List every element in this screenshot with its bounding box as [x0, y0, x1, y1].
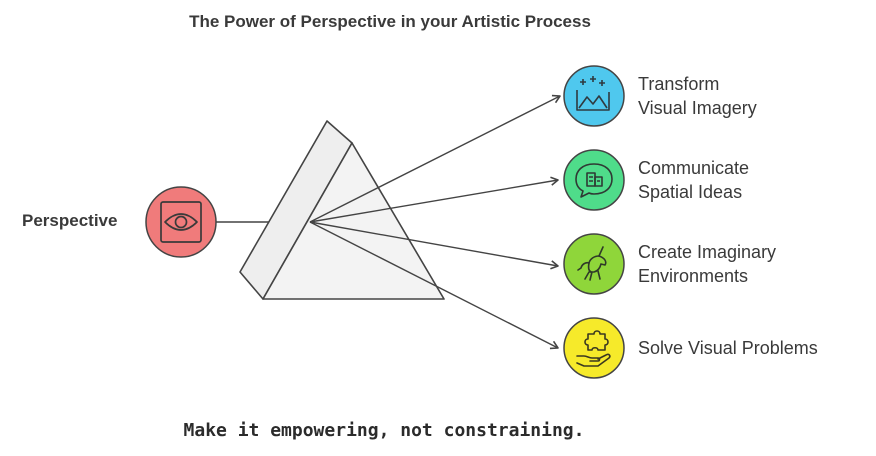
output-ray-1 — [309, 94, 561, 223]
output-circle-1 — [563, 65, 625, 127]
output-ray-3 — [309, 221, 559, 270]
source-node — [145, 186, 217, 258]
output-node-3 — [563, 233, 625, 295]
source-circle — [145, 186, 217, 258]
output-label-1-line2: Visual Imagery — [638, 98, 757, 118]
tagline: Make it empowering, not constraining. — [183, 420, 585, 441]
eye-icon — [160, 201, 202, 243]
output-ray-4 — [309, 221, 559, 350]
output-label-1: Transform Visual Imagery — [638, 72, 757, 120]
output-label-4-line1: Solve Visual Problems — [638, 338, 818, 358]
output-label-4: Solve Visual Problems — [638, 336, 818, 360]
output-node-2 — [563, 149, 625, 211]
image-sparkle-icon — [576, 76, 610, 111]
speech-bubble-blocks-icon — [575, 163, 613, 198]
unicorn-icon — [577, 246, 607, 281]
output-label-1-line1: Transform — [638, 74, 720, 94]
puzzle-hand-icon — [576, 330, 611, 367]
output-label-2-line2: Spatial Ideas — [638, 182, 743, 202]
output-label-3-line1: Create Imaginary — [638, 242, 777, 262]
output-label-2-line1: Communicate — [638, 158, 750, 178]
output-circle-2 — [563, 149, 625, 211]
source-label: Perspective — [22, 211, 118, 230]
output-ray-2 — [309, 176, 559, 223]
prism-shape — [239, 120, 445, 300]
output-label-2: Communicate Spatial Ideas — [638, 156, 749, 204]
output-node-4 — [563, 317, 625, 379]
output-node-1 — [563, 65, 625, 127]
output-circle-3 — [563, 233, 625, 295]
output-label-3-line2: Environments — [638, 266, 749, 286]
diagram-title: The Power of Perspective in your Artisti… — [189, 12, 591, 31]
output-label-3: Create Imaginary Environments — [638, 240, 776, 288]
